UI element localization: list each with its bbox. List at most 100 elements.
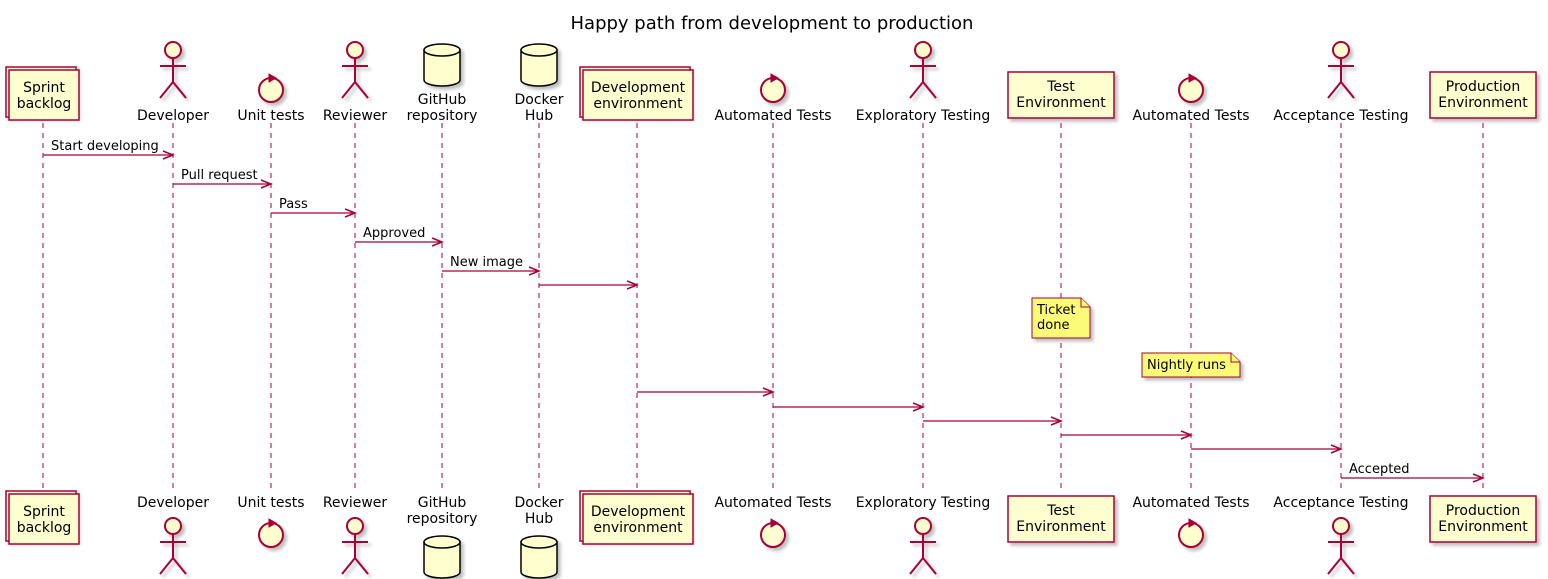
participant-label: Hub [525, 108, 553, 124]
participant-explore-top: Exploratory Testing [856, 41, 990, 124]
message-arrow: Accepted [1341, 462, 1486, 483]
participant-label: Developer [137, 495, 209, 511]
participant-label: Environment [1016, 95, 1106, 111]
participant-label: Production [1446, 79, 1520, 95]
arrowhead [1180, 430, 1194, 440]
participant-box [582, 493, 694, 545]
message-arrow [637, 387, 776, 397]
participant-box [582, 69, 694, 121]
note-text: Ticket [1036, 303, 1075, 318]
participant-box [1429, 71, 1537, 119]
participant-label: Automated Tests [1132, 495, 1249, 511]
participant-label: Sprint [23, 80, 65, 96]
message-label: Approved [363, 226, 425, 241]
note-shape [1141, 352, 1241, 378]
participant-label: Exploratory Testing [856, 495, 991, 511]
arrowhead [1472, 473, 1486, 483]
message-arrow: Approved [355, 226, 445, 247]
lifelines [42, 123, 1484, 490]
arrowhead [626, 280, 640, 290]
message-arrow [1061, 430, 1194, 440]
actor-icon [341, 41, 369, 99]
participant-auto2-bottom: Automated Tests [1132, 495, 1250, 548]
participant-auto2-top: Automated Tests [1132, 73, 1250, 124]
arrowhead [762, 387, 776, 397]
participant-box [1007, 71, 1115, 119]
message-arrow: Pull request [173, 168, 274, 189]
note-fold [1080, 298, 1090, 308]
arrowhead [260, 179, 274, 189]
actor-icon [159, 517, 187, 575]
message-label: Pull request [181, 168, 258, 183]
control-icon [1178, 518, 1204, 548]
participant-label: Development [591, 80, 686, 96]
database-icon [423, 43, 461, 87]
arrowhead [431, 237, 445, 247]
actor-icon [909, 41, 937, 99]
participant-label: Docker [514, 495, 563, 511]
control-icon [258, 518, 284, 548]
control-icon [760, 518, 786, 548]
participant-box [1429, 495, 1537, 543]
message-arrow [923, 416, 1064, 426]
participant-box [8, 69, 80, 121]
arrowhead [1330, 444, 1344, 454]
arrowhead [912, 402, 926, 412]
message-arrow [1191, 444, 1344, 454]
participant-auto1-bottom: Automated Tests [714, 495, 832, 548]
participant-reviewer-bottom: Reviewer [323, 495, 387, 575]
participant-label: Automated Tests [714, 495, 831, 511]
participant-label: repository [407, 108, 478, 124]
control-icon [1178, 73, 1204, 103]
participant-explore-bottom: Exploratory Testing [856, 495, 991, 575]
note-text: Nightly runs [1147, 358, 1226, 373]
note-shape [1031, 297, 1091, 339]
participant-label: Production [1446, 503, 1520, 519]
control-icon [258, 73, 284, 103]
actor-icon [341, 517, 369, 575]
actor-icon [1327, 517, 1355, 575]
participant-box [1007, 495, 1115, 543]
participant-accept-top: Acceptance Testing [1273, 41, 1409, 124]
participant-label: backlog [17, 96, 72, 112]
arrowhead [528, 266, 542, 276]
actor-icon [909, 517, 937, 575]
arrowhead [344, 208, 358, 218]
message-arrow: Pass [271, 197, 358, 218]
participant-label: Environment [1438, 519, 1528, 535]
diagram-title: Happy path from development to productio… [571, 13, 974, 34]
participant-label: Automated Tests [1132, 108, 1249, 124]
participant-label: Reviewer [323, 108, 388, 124]
control-icon [760, 73, 786, 103]
message-arrow: New image [442, 255, 542, 276]
participant-label: Developer [137, 108, 209, 124]
participant-label: Unit tests [237, 108, 304, 124]
actor-icon [1327, 41, 1355, 99]
database-icon [520, 43, 558, 87]
participant-reviewer-top: Reviewer [323, 41, 388, 124]
database-icon [520, 535, 558, 579]
note-auto2: Nightly runs [1141, 352, 1241, 378]
participant-developer-bottom: Developer [137, 495, 209, 575]
message-label: Start developing [51, 139, 159, 154]
participant-label: GitHub [418, 495, 467, 511]
message-arrow [539, 280, 640, 290]
actor-icon [159, 41, 187, 99]
participant-box [8, 493, 80, 545]
participant-unit-bottom: Unit tests [237, 495, 305, 548]
participant-accept-bottom: Acceptance Testing [1273, 495, 1409, 575]
participant-label: Automated Tests [714, 108, 831, 124]
participant-label: GitHub [418, 92, 467, 108]
arrowhead [162, 150, 176, 160]
note-text: done [1037, 318, 1069, 333]
